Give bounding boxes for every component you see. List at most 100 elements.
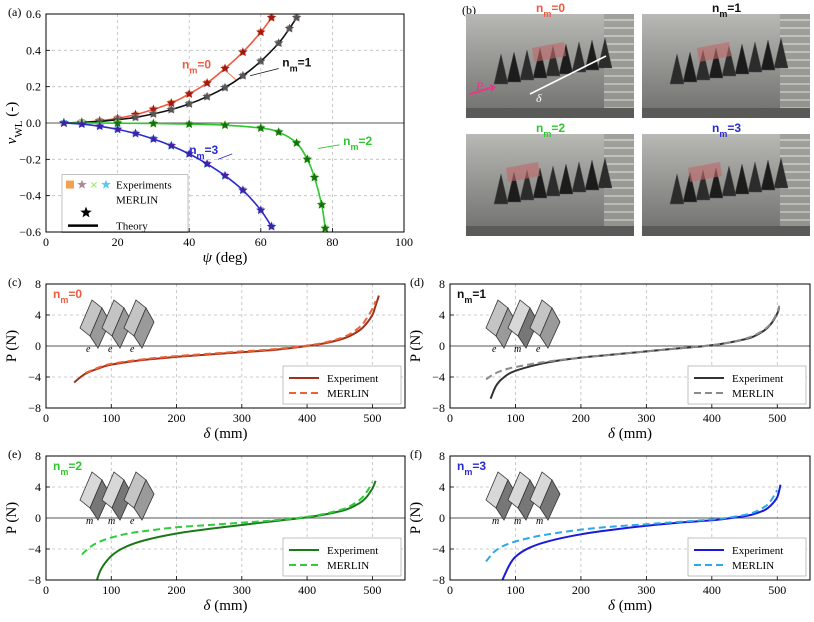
y-tick-label: −4	[432, 370, 445, 384]
origami-fold	[532, 47, 548, 79]
photo-floor	[466, 108, 634, 118]
y-tick-label: 0	[35, 339, 41, 353]
origami-fold	[695, 49, 711, 81]
plot-area-e	[81, 480, 377, 580]
data-point-merlin	[266, 14, 277, 22]
x-tick-label: 300	[637, 583, 655, 597]
legend-label: MERLIN	[327, 388, 369, 400]
x-tick-label: 100	[506, 583, 524, 597]
x-axis-label: δ (mm)	[608, 426, 652, 442]
x-tick-label: 400	[298, 583, 316, 597]
origami-fold	[708, 167, 724, 199]
y-tick-label: 8	[35, 449, 41, 463]
y-tick-label: 8	[439, 277, 445, 291]
origami-fold	[506, 171, 522, 203]
photo-3: nm=3	[642, 121, 810, 236]
origami-fold	[597, 157, 613, 189]
x-tick-label: 300	[637, 411, 655, 425]
data-point-merlin	[94, 121, 105, 131]
series-label: nm=3	[189, 143, 218, 161]
origami-fold	[545, 45, 561, 77]
x-tick-label: 100	[102, 411, 120, 425]
legend-label: Experiment	[327, 373, 378, 385]
data-point-merlin	[166, 140, 177, 150]
panel-label-e: (e)	[8, 447, 21, 461]
legend-marker-star	[77, 179, 87, 189]
photo-0: nm=0Pδ	[466, 1, 634, 118]
y-tick-label: 8	[35, 277, 41, 291]
origami-fold	[584, 39, 600, 71]
plot-area-c	[73, 295, 380, 384]
origami-fold	[773, 157, 789, 189]
photo-title: nm=2	[536, 121, 565, 139]
photo-2: nm=2	[466, 121, 634, 236]
data-point-merlin	[166, 104, 177, 114]
photo-1: nm=1	[642, 1, 810, 118]
origami-fold	[721, 45, 737, 77]
force-arrow	[469, 87, 491, 95]
origami-fold	[721, 165, 737, 197]
data-point-merlin	[148, 134, 159, 143]
y-tick-label: −8	[28, 401, 41, 415]
force-arrow-head	[490, 84, 496, 92]
data-point-merlin	[302, 154, 313, 164]
plot-area-a	[59, 14, 330, 232]
data-point-merlin	[112, 124, 123, 134]
x-tick-label: 500	[768, 411, 786, 425]
x-axis-label: δ (mm)	[203, 426, 247, 442]
series-line-theory	[63, 17, 273, 124]
origami-fold	[597, 37, 613, 69]
y-tick-label: 0.4	[26, 43, 41, 57]
origami-fold	[695, 169, 711, 201]
origami-fold	[506, 51, 522, 83]
origami-panel-side	[539, 479, 561, 521]
data-point-merlin	[273, 38, 284, 48]
origami-unit-letter: m	[514, 344, 521, 355]
series-line-merlin	[485, 305, 781, 381]
legend-label: Experiment	[732, 545, 783, 557]
x-tick-label: 200	[168, 411, 186, 425]
y-tick-label: −4	[28, 542, 41, 556]
origami-unit-letter: e	[130, 516, 135, 527]
panel-label-d: (d)	[410, 275, 424, 289]
y-tick-label: 8	[439, 449, 445, 463]
legend-label: Experiments	[116, 180, 172, 192]
axes-frame	[449, 283, 811, 409]
data-point-merlin	[220, 82, 230, 92]
y-tick-label: 4	[35, 308, 41, 322]
legend-box	[282, 365, 402, 405]
displacement-label: δ	[536, 91, 542, 105]
panel-label-c: (c)	[8, 275, 21, 289]
label-leader	[217, 153, 233, 160]
data-point-merlin	[77, 119, 87, 129]
origami-fold	[571, 161, 587, 193]
y-tick-label: −4	[432, 542, 445, 556]
plot-area-d	[485, 305, 781, 400]
chart-title: nm=2	[53, 459, 82, 477]
y-axis-label: P (N)	[408, 330, 424, 362]
data-point-merlin	[184, 88, 194, 98]
data-point-merlin	[266, 221, 277, 231]
y-tick-label: 4	[35, 480, 41, 494]
x-tick-label: 0	[447, 583, 453, 597]
x-tick-label: 0	[447, 411, 453, 425]
data-point-merlin	[256, 27, 266, 37]
origami-fold	[747, 41, 763, 73]
x-tick-label: 400	[703, 583, 721, 597]
photo-floor	[642, 226, 810, 236]
data-point-merlin	[316, 199, 327, 209]
origami-fold	[558, 163, 574, 195]
series-line-experiment	[501, 484, 782, 580]
origami-unit-letter: e	[536, 344, 541, 355]
x-tick-label: 400	[298, 411, 316, 425]
y-tick-label: 0.2	[26, 80, 41, 94]
origami-unit-letter: m	[492, 516, 499, 527]
photo-floor	[466, 226, 634, 236]
x-axis-label: δ (mm)	[203, 598, 247, 614]
data-point-merlin	[148, 108, 159, 118]
